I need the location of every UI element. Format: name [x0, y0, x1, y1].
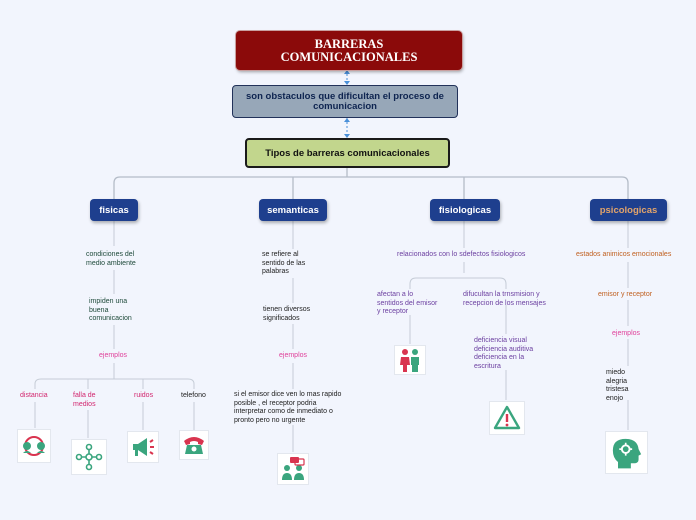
- people-icon: [394, 345, 426, 375]
- warning-icon: [489, 401, 525, 435]
- telephone-icon: [179, 430, 209, 460]
- fisiologicas-deficiencies: deficiencia visual deficiencia auditiva …: [474, 337, 534, 370]
- category-fisicas: fisicas: [90, 199, 138, 221]
- main-title: BARRERAS COMUNICACIONALES: [236, 31, 462, 70]
- definition-box: son obstaculos que dificultan el proceso…: [232, 85, 458, 118]
- category-psicologicas: psicologicas: [590, 199, 667, 221]
- types-title-box: Tipos de barreras comunicacionales: [245, 138, 450, 168]
- conversation-icon: [277, 453, 309, 485]
- semanticas-desc2: tienen diversos significados: [263, 306, 311, 322]
- network-icon: [71, 439, 107, 475]
- fisicas-examples-label: ejemplos: [99, 352, 128, 359]
- megaphone-icon: [127, 431, 159, 463]
- semanticas-example: si el emisor dice ven lo mas rapido posi…: [234, 391, 342, 424]
- category-semanticas: semanticas: [259, 199, 327, 221]
- head-mind-icon: [605, 431, 648, 474]
- psicologicas-desc: estados animicos emocionales: [576, 251, 672, 258]
- example-falla-de-medios: falla de medios: [73, 392, 96, 408]
- psicologicas-emotions: miedo alegria tristesa enojo: [606, 369, 629, 402]
- example-ruidos: ruidos: [134, 392, 154, 399]
- semanticas-desc: se refiere al sentido de las palabras: [262, 251, 306, 275]
- semanticas-examples-label: ejemplos: [279, 352, 308, 359]
- distance-icon: [17, 429, 51, 463]
- fisiologicas-right: difucultan la trnsmision y recepcion de …: [463, 291, 546, 307]
- fisicas-effect: impiden una buena comunicacion: [89, 298, 132, 322]
- fisicas-desc: condiciones del medio ambiente: [86, 251, 136, 267]
- psicologicas-examples-label: ejemplos: [612, 330, 641, 337]
- fisiologicas-left: afectan a lo sentidos del emisor y recep…: [377, 291, 438, 315]
- category-fisiologicas: fisiologicas: [430, 199, 500, 221]
- psicologicas-roles: emisor y receptor: [598, 291, 653, 298]
- example-telefono: telefono: [181, 392, 206, 399]
- fisiologicas-desc: relacionados con lo sdefectos fisiologic…: [397, 251, 526, 258]
- example-distancia: distancia: [20, 392, 48, 399]
